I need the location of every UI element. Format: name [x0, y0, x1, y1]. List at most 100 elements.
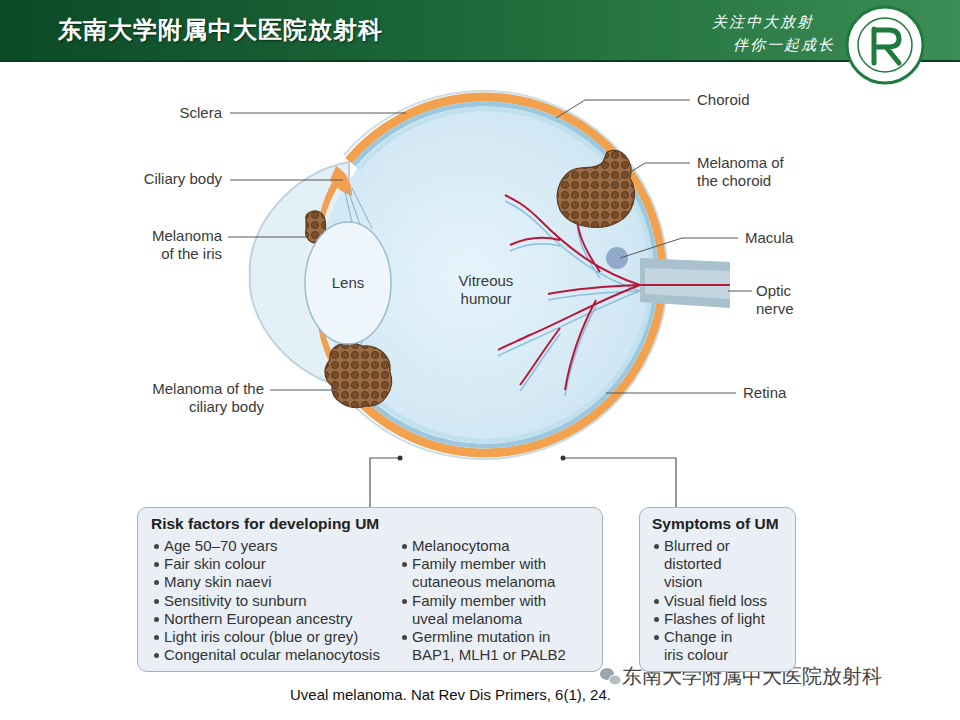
header-band [0, 0, 960, 62]
list-item: Family member with uveal melanoma [401, 592, 581, 628]
ciliary-melanoma [325, 343, 392, 408]
bullet [154, 562, 159, 567]
bullet [402, 599, 407, 604]
bullet [154, 617, 159, 622]
bullet [402, 544, 407, 549]
item-text: Flashes of light [664, 610, 794, 628]
item-text: Family member with cutaneous melanoma [412, 555, 581, 591]
optic-nerve-core [645, 268, 730, 299]
list-item: Many skin naevi [153, 573, 388, 591]
list-item: Sensitivity to sunburn [153, 592, 388, 610]
list-item: Age 50–70 years [153, 537, 388, 555]
item-text: Northern European ancestry [164, 610, 388, 628]
leader-line [728, 291, 752, 292]
list-item: Flashes of light [653, 610, 794, 628]
leader-line [620, 238, 738, 258]
slogan: 关注中大放射 [712, 13, 814, 31]
symptoms-box: Symptoms of UM Blurred or distorted visio… [639, 507, 796, 672]
leader-line [610, 163, 690, 185]
shape-text: Vitreous humour [443, 272, 529, 308]
connector [370, 456, 403, 508]
retina-layer [358, 109, 652, 441]
list-item: Family member with cutaneous melanoma [401, 555, 581, 591]
bullet [402, 635, 407, 640]
list-column: MelanocytomaFamily member with cutaneous… [401, 537, 581, 664]
list-item: Change in iris colour [653, 628, 749, 664]
choroid-melanoma [557, 150, 634, 227]
part-label: Melanoma of the ciliary body [134, 380, 264, 416]
optic-nerve [640, 258, 730, 308]
list-item: Light iris colour (blue or grey) [153, 628, 388, 646]
item-text: Germline mutation in BAP1, MLH1 or PALB2 [412, 628, 581, 664]
bullet [154, 635, 159, 640]
leader-lines [228, 100, 752, 393]
leader-line [230, 180, 343, 181]
item-text: Family member with uveal melanoma [412, 592, 581, 628]
bullet [154, 599, 159, 604]
logo-ring [847, 7, 923, 83]
part-label: Macula [745, 229, 793, 247]
logo-inner-ring [858, 18, 912, 72]
bullet [154, 544, 159, 549]
list-item: Northern European ancestry [153, 610, 388, 628]
box-heading: Symptoms of UM [652, 515, 779, 533]
connector-line [370, 458, 400, 507]
leader-line [270, 390, 340, 391]
item-text: Change in iris colour [664, 628, 749, 664]
item-text: Fair skin colour [164, 555, 388, 573]
list-column: Blurred or distorted visionVisual field … [653, 537, 793, 664]
item-text: Blurred or distorted vision [664, 537, 749, 592]
list-item: Germline mutation in BAP1, MLH1 or PALB2 [401, 628, 581, 664]
part-label: Sclera [130, 104, 222, 122]
bullet [654, 617, 659, 622]
item-text: Light iris colour (blue or grey) [164, 628, 388, 646]
list-item: Visual field loss [653, 592, 794, 610]
item-text: Visual field loss [664, 592, 794, 610]
connector-dot [561, 456, 566, 461]
caption: Uveal melanoma. Nat Rev Dis Primers, 6(1… [290, 686, 611, 704]
item-text: Age 50–70 years [164, 537, 388, 555]
logo-mark [874, 29, 899, 63]
item-text: Sensitivity to sunburn [164, 592, 388, 610]
leader-line [228, 237, 306, 238]
leader-line [230, 113, 406, 114]
connector-line [563, 458, 676, 507]
bullet [402, 562, 407, 567]
part-label: Ciliary body [100, 170, 222, 188]
header-rule [0, 60, 960, 62]
outer-layer [344, 91, 667, 459]
macula [606, 247, 628, 269]
part-label: Melanoma of the iris [142, 227, 222, 263]
risk-box: Risk factors for developing UM Age 50–70 … [137, 507, 603, 672]
connector [561, 456, 677, 508]
list-item: Congenital ocular melanocytosis [153, 646, 388, 664]
slogan: 伴你一起成长 [733, 36, 835, 54]
lens-shape: Lens [304, 221, 392, 345]
list-column: Age 50–70 yearsFair skin colourMany skin… [153, 537, 388, 664]
wechat-icon [609, 675, 621, 685]
part-label: Optic nerve [756, 282, 806, 318]
leader-line [606, 393, 736, 394]
list-item: Blurred or distorted vision [653, 537, 749, 592]
page-title: 东南大学附属中大医院放射科 [58, 16, 383, 44]
eyeball: Vitreous humour Lens [250, 92, 670, 458]
bullet [654, 635, 659, 640]
shape-text: Lens [304, 274, 392, 292]
part-label: Melanoma of the choroid [697, 154, 797, 190]
list-item: Melanocytoma [401, 537, 581, 555]
bullet [654, 544, 659, 549]
list-item: Fair skin colour [153, 555, 388, 573]
part-label: Choroid [697, 91, 750, 109]
box-heading: Risk factors for developing UM [151, 515, 379, 533]
choroid-layer [354, 104, 656, 446]
bullet [654, 599, 659, 604]
lens-ellipse [305, 222, 391, 344]
bullet [154, 580, 159, 585]
connector-dot [398, 456, 403, 461]
item-text: Congenital ocular melanocytosis [164, 646, 388, 664]
leader-line [556, 100, 690, 118]
part-label: Retina [743, 384, 786, 402]
bullet [154, 653, 159, 658]
